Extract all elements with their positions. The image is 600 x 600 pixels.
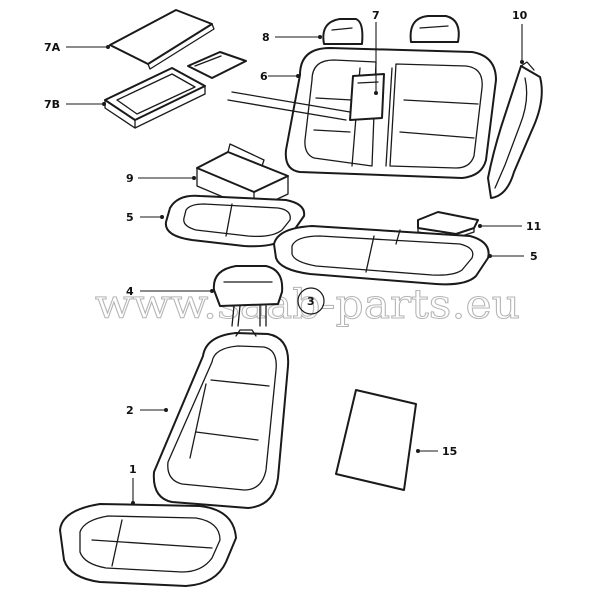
flat-panel-15 — [335, 389, 417, 491]
rear-headrest-left-8 — [322, 18, 364, 45]
callout-1: 1 — [129, 463, 137, 476]
rear-headrest-right-8 — [409, 15, 460, 43]
callout-2: 2 — [126, 404, 134, 417]
callout-4: 4 — [126, 285, 134, 298]
callout-7b: 7B — [44, 98, 60, 111]
front-backrest-2 — [152, 329, 290, 509]
callout-8: 8 — [262, 31, 270, 44]
callout-15: 15 — [442, 445, 457, 458]
seat-cushion-left-5 — [164, 194, 306, 248]
callout-circle-3 — [297, 287, 325, 315]
callout-7a: 7A — [44, 41, 61, 54]
callout-3: 3 — [307, 295, 315, 308]
rear-backrest-6 — [284, 47, 497, 179]
callout-5-left: 5 — [126, 211, 134, 224]
callout-7: 7 — [372, 9, 380, 22]
callout-10: 10 — [512, 9, 528, 22]
watermark-text: www.saab-parts.eu — [95, 282, 520, 328]
front-headrest-4 — [212, 265, 284, 327]
callout-9: 9 — [126, 172, 134, 185]
side-bolster-10 — [487, 61, 543, 199]
leader-lines — [66, 22, 524, 505]
flat-pad-7a — [109, 9, 215, 70]
callout-11: 11 — [526, 220, 541, 233]
callout-labels: 7A 7B 8 7 10 6 9 5 11 5 4 3 2 15 1 — [44, 9, 541, 476]
callout-6: 6 — [260, 70, 268, 83]
rear-bench-cushion-5 — [273, 225, 490, 286]
small-cushion-11 — [417, 211, 479, 239]
tray-pad-7b — [104, 51, 247, 129]
callout-5-right: 5 — [530, 250, 538, 263]
front-seat-cushion-1 — [59, 503, 237, 587]
